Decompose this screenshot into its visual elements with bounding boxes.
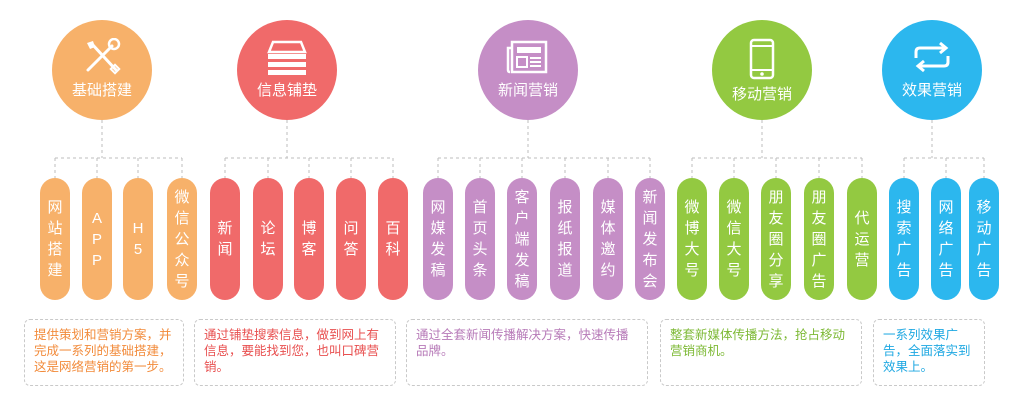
category-description: 整套新媒体传播方法，抢占移动营销商机。 (660, 319, 862, 386)
service-item[interactable]: 微博大号 (677, 178, 707, 300)
service-item-label: 媒体邀约 (600, 199, 616, 279)
service-item[interactable]: 搜索广告 (889, 178, 919, 300)
service-item-label: 新闻发布会 (642, 188, 658, 290)
service-item-label: 朋友圈分享 (768, 188, 784, 290)
service-item[interactable]: H5 (123, 178, 153, 300)
service-item-label: 网络广告 (938, 199, 954, 279)
service-item[interactable]: 百科 (378, 178, 408, 300)
category-title: 基础搭建 (71, 82, 132, 99)
category-circle[interactable]: 移动营销 (712, 20, 812, 120)
refresh-icon (882, 38, 982, 76)
service-item[interactable]: 媒体邀约 (593, 178, 623, 300)
service-item[interactable]: 微信公众号 (167, 178, 197, 300)
service-item[interactable]: 论坛 (253, 178, 283, 300)
category-circle[interactable]: 效果营销 (882, 20, 982, 120)
service-item-label: 新闻 (217, 220, 233, 258)
service-item[interactable]: APP (82, 178, 112, 300)
tools-icon (52, 38, 152, 76)
service-item-label: 移动广告 (976, 199, 992, 279)
service-item[interactable]: 首页头条 (465, 178, 495, 300)
service-item-label: APP (91, 209, 102, 269)
service-item[interactable]: 问答 (336, 178, 366, 300)
service-item-label: 代运营 (854, 209, 870, 269)
service-item[interactable]: 移动广告 (969, 178, 999, 300)
service-item[interactable]: 微信大号 (719, 178, 749, 300)
service-item-label: 报纸报道 (557, 199, 573, 279)
service-item[interactable]: 朋友圈分享 (761, 178, 791, 300)
smartphone-icon (712, 38, 812, 80)
stack-icon (237, 38, 337, 76)
category-title: 移动营销 (731, 86, 792, 103)
service-item-label: 首页头条 (472, 199, 488, 279)
service-item[interactable]: 代运营 (847, 178, 877, 300)
service-item-label: 客户端发稿 (514, 188, 530, 290)
service-item[interactable]: 网媒发稿 (423, 178, 453, 300)
service-item-label: 微信大号 (726, 199, 742, 279)
category-description: 通过全套新闻传播解决方案，快速传播品牌。 (406, 319, 648, 386)
service-item-label: 网媒发稿 (430, 199, 446, 279)
service-item-label: 微博大号 (684, 199, 700, 279)
service-item[interactable]: 客户端发稿 (507, 178, 537, 300)
service-item[interactable]: 新闻发布会 (635, 178, 665, 300)
service-item-label: 网站搭建 (47, 199, 63, 279)
category-title: 新闻营销 (497, 82, 558, 99)
service-item-label: 博客 (301, 220, 317, 258)
service-item-label: 朋友圈广告 (811, 188, 827, 290)
service-item-label: 论坛 (260, 220, 276, 258)
category-description: 提供策划和营销方案，并完成一系列的基础搭建，这是网络营销的第一步。 (24, 319, 184, 386)
service-item[interactable]: 网站搭建 (40, 178, 70, 300)
service-item-label: 问答 (343, 220, 359, 258)
category-circle[interactable]: 基础搭建 (52, 20, 152, 120)
category-description: 通过铺垫搜索信息，做到网上有信息，要能找到您，也叫口碑营销。 (194, 319, 396, 386)
service-item[interactable]: 新闻 (210, 178, 240, 300)
service-item[interactable]: 博客 (294, 178, 324, 300)
service-item[interactable]: 报纸报道 (550, 178, 580, 300)
service-item-label: 微信公众号 (174, 188, 190, 290)
category-title: 效果营销 (901, 82, 962, 99)
category-description: 一系列效果广告，全面落实到效果上。 (873, 319, 985, 386)
category-title: 信息铺垫 (256, 82, 317, 99)
category-circle[interactable]: 新闻营销 (478, 20, 578, 120)
service-item-label: 搜索广告 (896, 199, 912, 279)
service-item-label: 百科 (385, 220, 401, 258)
newspaper-icon (478, 38, 578, 76)
category-circle[interactable]: 信息铺垫 (237, 20, 337, 120)
service-item-label: H5 (132, 220, 144, 258)
service-item[interactable]: 朋友圈广告 (804, 178, 834, 300)
service-item[interactable]: 网络广告 (931, 178, 961, 300)
